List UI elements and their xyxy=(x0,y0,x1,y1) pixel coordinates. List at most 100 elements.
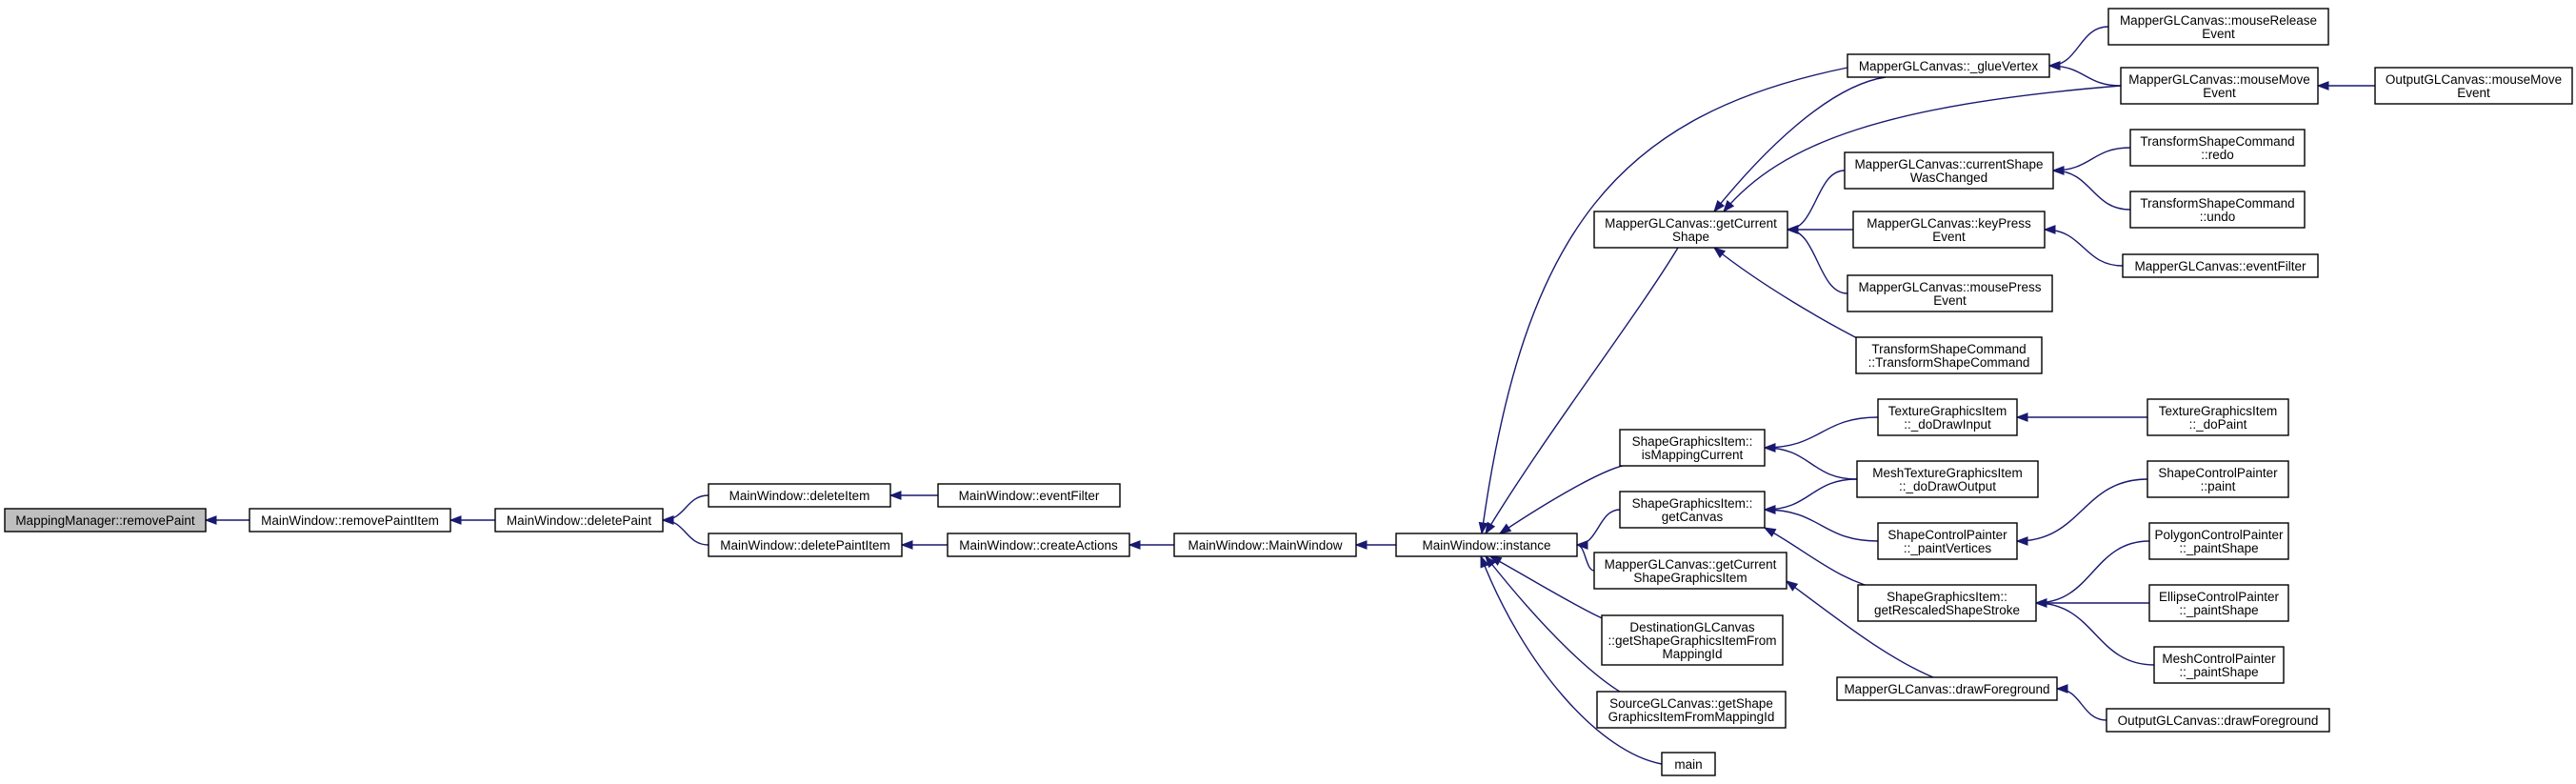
function-node[interactable]: MainWindow::MainWindow xyxy=(1173,533,1357,557)
node-box[interactable] xyxy=(1847,53,2050,78)
node-box[interactable] xyxy=(2147,398,2289,436)
function-node[interactable]: ShapeControlPainter::_paintVertices xyxy=(1877,522,2018,560)
node-box[interactable] xyxy=(2147,460,2289,498)
function-node[interactable]: ShapeControlPainter::paint xyxy=(2147,460,2289,498)
arrowhead-icon xyxy=(2043,225,2056,234)
node-label: getRescaledShapeStroke xyxy=(1874,603,2020,617)
node-box[interactable] xyxy=(1173,533,1357,557)
call-edge xyxy=(1713,76,1887,213)
node-box[interactable] xyxy=(2120,67,2319,105)
function-node[interactable]: TransformShapeCommand::TransformShapeCom… xyxy=(1855,336,2043,374)
function-node[interactable]: MainWindow::removePaintItem xyxy=(249,508,451,533)
function-node[interactable]: DestinationGLCanvas::getShapeGraphicsIte… xyxy=(1601,614,1784,666)
function-node[interactable]: MapperGLCanvas::_glueVertex xyxy=(1847,53,2050,78)
node-box[interactable] xyxy=(708,533,903,557)
node-box[interactable] xyxy=(1601,614,1784,666)
node-box[interactable] xyxy=(1877,522,2018,560)
function-node[interactable]: ShapeGraphicsItem::getCanvas xyxy=(1619,491,1766,529)
node-label: ::_paintVertices xyxy=(1904,541,1992,555)
node-box[interactable] xyxy=(2153,646,2285,684)
node-box[interactable] xyxy=(2106,708,2330,733)
call-edge xyxy=(2015,478,2148,546)
node-box[interactable] xyxy=(2122,253,2319,278)
node-box[interactable] xyxy=(2374,67,2573,105)
arrowhead-icon xyxy=(1575,540,1588,550)
node-box[interactable] xyxy=(1593,211,1788,249)
function-node[interactable]: MainWindow::instance xyxy=(1395,533,1578,557)
node-box[interactable] xyxy=(2107,8,2329,46)
function-node[interactable]: MappingManager::removePaint xyxy=(4,508,207,533)
node-box[interactable] xyxy=(1619,491,1766,529)
call-edge xyxy=(2047,61,2122,87)
function-node[interactable]: MapperGLCanvas::drawForeground xyxy=(1836,676,2058,701)
node-label: ShapeControlPainter xyxy=(2158,466,2278,480)
node-box[interactable] xyxy=(1852,211,2046,249)
arrowhead-icon xyxy=(1763,527,1777,537)
function-node[interactable]: MainWindow::deletePaintItem xyxy=(708,533,903,557)
node-box[interactable] xyxy=(1836,676,2058,701)
function-node[interactable]: main xyxy=(1661,752,1716,776)
node-box[interactable] xyxy=(2148,584,2289,622)
root-node-box[interactable] xyxy=(4,508,207,533)
call-edge xyxy=(1786,170,1846,234)
function-node[interactable]: MainWindow::deletePaint xyxy=(494,508,664,533)
node-box[interactable] xyxy=(1395,533,1578,557)
node-box[interactable] xyxy=(494,508,664,533)
arrowhead-icon xyxy=(2316,81,2329,90)
function-node[interactable]: MapperGLCanvas::eventFilter xyxy=(2122,253,2319,278)
function-node[interactable]: MeshTextureGraphicsItem::_doDrawOutput xyxy=(1856,460,2039,498)
function-node[interactable]: SourceGLCanvas::getShapeGraphicsItemFrom… xyxy=(1596,691,1787,729)
function-node[interactable]: TextureGraphicsItem::_doDrawInput xyxy=(1877,398,2018,436)
function-node[interactable]: MainWindow::deleteItem xyxy=(708,483,891,508)
edge-line xyxy=(2035,540,2150,604)
function-node[interactable]: TextureGraphicsItem::_doPaint xyxy=(2147,398,2289,436)
node-label: Event xyxy=(2203,86,2236,100)
node-box[interactable] xyxy=(708,483,891,508)
function-node[interactable]: ShapeGraphicsItem::getRescaledShapeStrok… xyxy=(1857,584,2037,622)
function-node[interactable]: OutputGLCanvas::drawForeground xyxy=(2106,708,2330,733)
function-node[interactable]: MeshControlPainter::_paintShape xyxy=(2153,646,2285,684)
node-box[interactable] xyxy=(1596,691,1787,729)
node-label: MapperGLCanvas::mouseRelease xyxy=(2120,13,2317,28)
node-box[interactable] xyxy=(2129,191,2306,229)
function-node[interactable]: MapperGLCanvas::getCurrentShapeGraphicsI… xyxy=(1593,552,1787,590)
node-box[interactable] xyxy=(2148,522,2289,560)
node-box[interactable] xyxy=(1619,429,1766,467)
edge-line xyxy=(1713,76,1887,212)
node-box[interactable] xyxy=(937,483,1121,508)
node-label: ::_doDrawOutput xyxy=(1899,479,1996,493)
node-box[interactable] xyxy=(1877,398,2018,436)
node-box[interactable] xyxy=(1857,584,2037,622)
edge-line xyxy=(662,519,709,546)
node-box[interactable] xyxy=(2129,129,2306,167)
function-node[interactable]: MainWindow::eventFilter xyxy=(937,483,1121,508)
function-node[interactable]: MainWindow::createActions xyxy=(947,533,1130,557)
edge-line xyxy=(1764,509,1879,542)
function-node[interactable]: ShapeGraphicsItem::isMappingCurrent xyxy=(1619,429,1766,467)
node-label: Shape xyxy=(1672,230,1709,244)
node-box[interactable] xyxy=(1855,336,2043,374)
arrowhead-icon xyxy=(1723,200,1735,213)
node-box[interactable] xyxy=(1856,460,2039,498)
call-edge xyxy=(1786,225,1848,294)
node-box[interactable] xyxy=(1844,151,2054,190)
node-box[interactable] xyxy=(1847,274,2053,312)
node-label: WasChanged xyxy=(1910,171,1987,185)
node-label: PolygonControlPainter xyxy=(2154,528,2284,542)
function-node[interactable]: EllipseControlPainter::_paintShape xyxy=(2148,584,2289,622)
function-node[interactable]: PolygonControlPainter::_paintShape xyxy=(2148,522,2289,560)
function-node[interactable]: TransformShapeCommand::undo xyxy=(2129,191,2306,229)
node-box[interactable] xyxy=(947,533,1130,557)
function-node[interactable]: TransformShapeCommand::redo xyxy=(2129,129,2306,167)
nodes-layer: MappingManager::removePaint MainWindow::r… xyxy=(4,8,2573,776)
node-box[interactable] xyxy=(249,508,451,533)
node-box[interactable] xyxy=(1593,552,1787,590)
node-box[interactable] xyxy=(1661,752,1716,776)
